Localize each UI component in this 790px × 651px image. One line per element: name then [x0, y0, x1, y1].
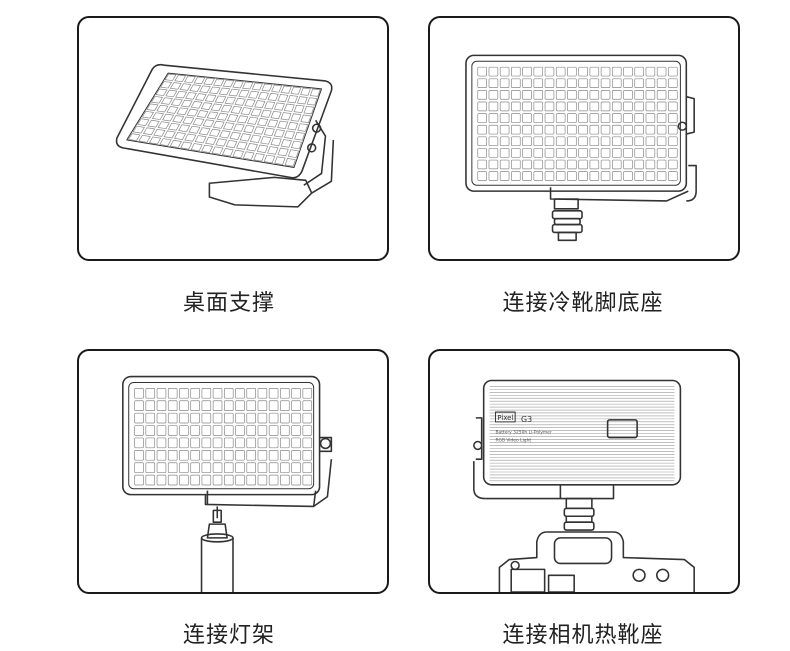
- illustration-cold-shoe: [465, 54, 697, 242]
- model-label: G3: [521, 415, 532, 424]
- caption-light-stand: 连接灯架: [182, 623, 275, 648]
- panel-camera-hot-shoe: Pixel G3 Battery 3250h Li-Polymer RGB Vi…: [428, 349, 740, 594]
- caption-camera-hot-shoe: 连接相机热靴座: [502, 623, 664, 648]
- panel-desk-support: [77, 16, 389, 261]
- caption-desk-support: 桌面支撑: [182, 291, 275, 316]
- caption-cold-shoe-base: 连接冷靴脚底座: [502, 291, 664, 316]
- illustration-light-stand: [122, 375, 333, 592]
- panel-cold-shoe-base: [428, 16, 740, 261]
- product-line-label: RGB Video Light: [495, 437, 531, 443]
- illustration-camera-hot-shoe: Pixel G3 Battery 3250h Li-Polymer RGB Vi…: [473, 379, 695, 592]
- battery-label: Battery 3250h Li-Polymer: [495, 430, 551, 436]
- brand-logo: Pixel: [497, 414, 513, 422]
- illustration-desk-support: [115, 63, 335, 208]
- panel-light-stand: [77, 349, 389, 594]
